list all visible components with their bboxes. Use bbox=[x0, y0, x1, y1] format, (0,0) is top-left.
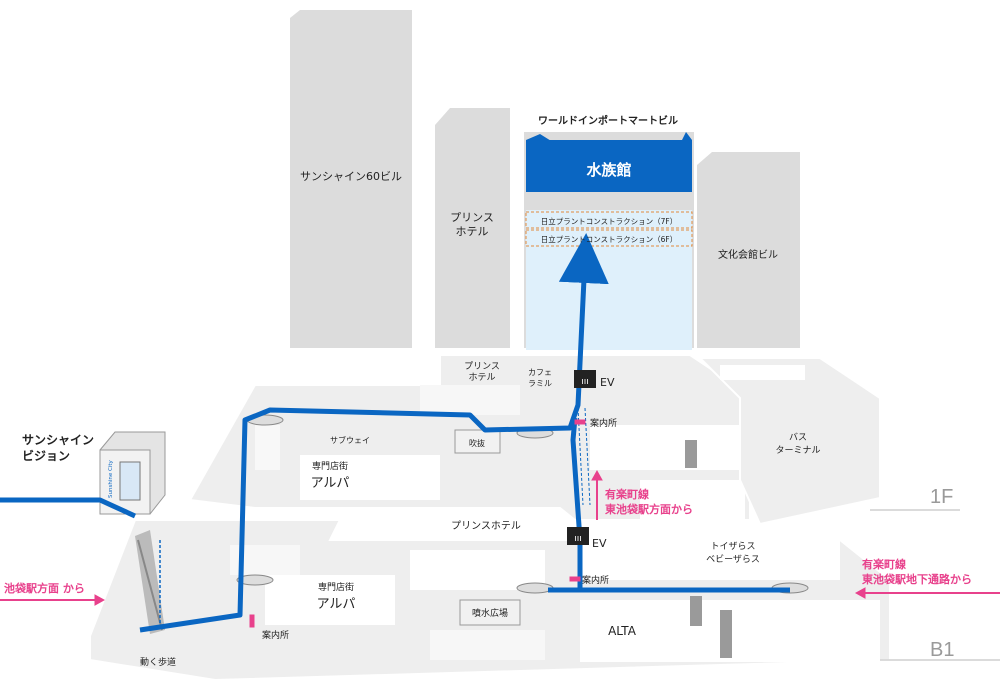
label-hitachi-7f: 日立プラントコンストラクション（7F） bbox=[541, 216, 677, 226]
svg-text:ııı: ııı bbox=[581, 377, 589, 387]
label-world-import-mart: ワールドインポートマートビル bbox=[538, 114, 678, 127]
label-vision-screen: Sunshine City bbox=[108, 460, 114, 498]
label-fountain: 噴水広場 bbox=[472, 607, 508, 619]
label-alta: ALTA bbox=[608, 624, 637, 638]
floor-label-b1: B1 bbox=[930, 639, 954, 661]
label-sunshine-vision: サンシャインビジョン bbox=[22, 433, 94, 463]
buildings bbox=[290, 10, 800, 350]
label-subway: サブウェイ bbox=[330, 435, 370, 445]
label-moving-walk: 動く歩道 bbox=[140, 656, 176, 668]
label-from-yurakucho-b1: 有楽町線東池袋駅地下通路から bbox=[862, 557, 972, 586]
label-b1-alpa: アルパ bbox=[317, 597, 356, 612]
floor-label-1f: 1F bbox=[930, 486, 953, 508]
label-bus-terminal: バスターミナル bbox=[775, 432, 820, 456]
elevator-icon: ııı bbox=[574, 370, 596, 388]
label-1f-ev: EV bbox=[600, 376, 615, 389]
floor-1f bbox=[188, 354, 960, 526]
label-toysrus: トイザらスベビーザらス bbox=[706, 541, 760, 565]
elevator-icon-b1: ııı bbox=[567, 527, 589, 545]
label-cafe: カフェラミル bbox=[528, 368, 552, 388]
pink-direction-arrows bbox=[0, 419, 1000, 628]
label-b1-ev: EV bbox=[592, 537, 607, 550]
label-sunshine60: サンシャイン60ビル bbox=[300, 170, 402, 183]
label-b1-info-left: 案内所 bbox=[262, 629, 289, 641]
label-bunka-kaikan: 文化会館ビル bbox=[718, 248, 778, 261]
label-from-ikebukuro: 池袋駅方面 から bbox=[4, 581, 85, 595]
label-1f-prince-hotel: プリンスホテル bbox=[464, 361, 500, 383]
label-prince-hotel-tower: プリンスホテル bbox=[450, 211, 494, 238]
label-hitachi-6f: 日立プラントコンストラクション（6F） bbox=[541, 234, 677, 244]
label-b1-prince-hotel: プリンスホテル bbox=[451, 520, 521, 532]
label-fukinuke: 吹抜 bbox=[469, 438, 485, 448]
label-from-yurakucho-1f: 有楽町線東池袋駅方面から bbox=[605, 487, 693, 516]
label-b1-info-right: 案内所 bbox=[582, 574, 609, 586]
label-b1-alpa-sub: 専門店街 bbox=[318, 581, 354, 593]
route bbox=[0, 233, 790, 633]
label-aquarium: 水族館 bbox=[586, 161, 631, 179]
sunshine-vision-screen bbox=[99, 431, 166, 515]
label-1f-alpa: アルパ bbox=[311, 476, 350, 491]
svg-text:ııı: ııı bbox=[574, 534, 582, 544]
floor-b1 bbox=[89, 519, 1000, 682]
label-1f-alpa-sub: 専門店街 bbox=[312, 460, 348, 472]
label-1f-info: 案内所 bbox=[590, 417, 617, 429]
